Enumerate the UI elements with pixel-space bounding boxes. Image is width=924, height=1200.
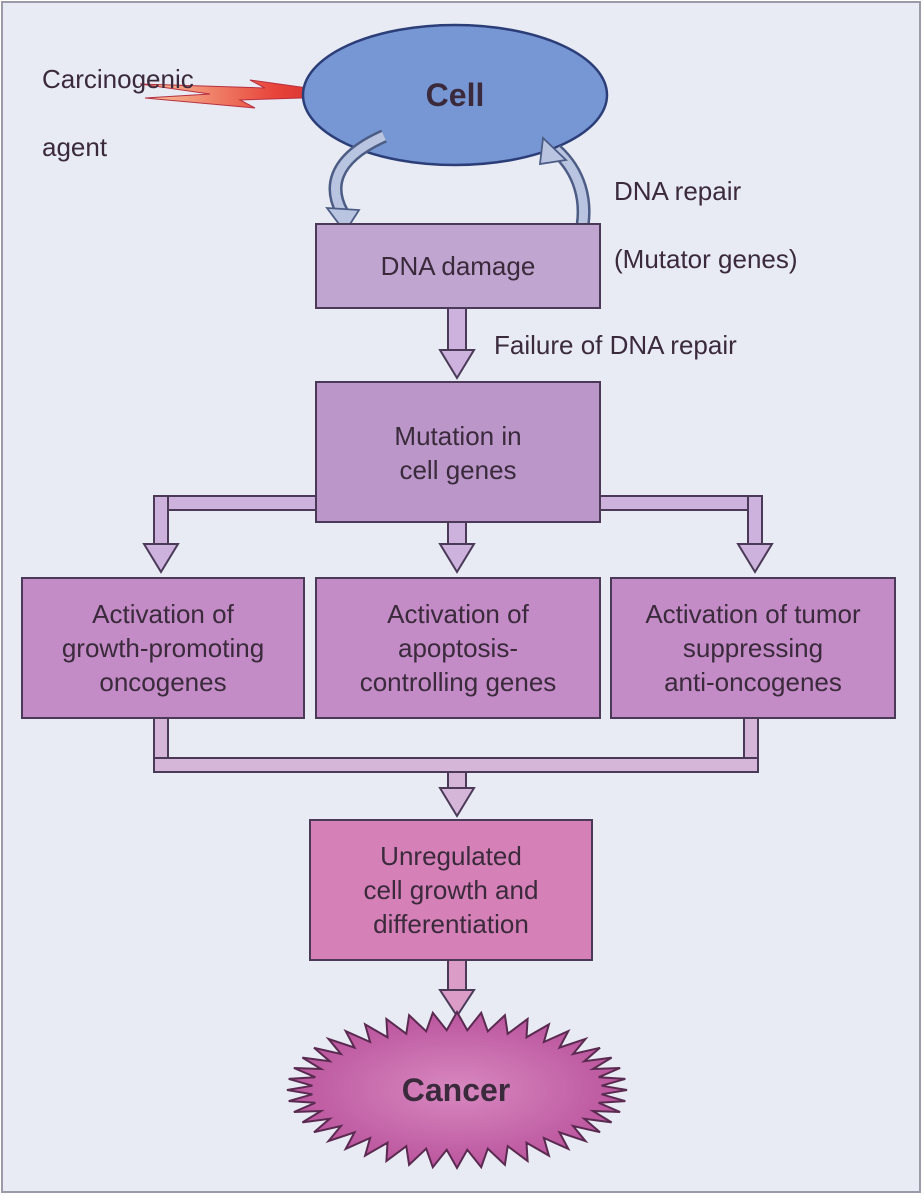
arrowhead-to-activation-right (736, 543, 774, 574)
arrow-shaft-to-cancer (447, 959, 467, 995)
arrowhead-dna-repair-to-cell (538, 136, 568, 166)
branch-right (599, 495, 763, 511)
mutation-label: Mutation in cell genes (394, 421, 522, 485)
branch-right-drop (747, 495, 763, 549)
dna-repair-line1: DNA repair (614, 176, 742, 206)
dna-repair-line2: (Mutator genes) (614, 244, 798, 274)
carcinogenic-agent-line1: Carcinogenic (42, 64, 194, 94)
carcinogenic-agent-line2: agent (42, 132, 108, 162)
branch-left-drop (153, 495, 169, 549)
mutation-box (315, 381, 601, 523)
arrowhead-damage-to-mutation (438, 349, 476, 380)
activation-oncogenes-label: Activation of growth-promoting oncogenes (61, 599, 265, 697)
cell-ellipse (301, 23, 609, 167)
lightning-bolt-icon (139, 79, 366, 109)
arrowhead-cell-to-dna-damage (325, 206, 361, 234)
arrow-shaft-damage-to-mutation (447, 307, 467, 355)
arrowhead-to-unregulated (438, 787, 476, 818)
arrowhead-to-cancer (438, 989, 476, 1018)
activation-anti-oncogenes-label: Activation of tumor suppressing anti-onc… (645, 599, 861, 697)
unregulated-label: Unregulated cell growth and differentiat… (363, 841, 539, 939)
activation-box-anti-oncogenes (610, 577, 896, 719)
carcinogenic-agent-label: Carcinogenic agent (42, 28, 262, 198)
dna-damage-label: DNA damage (380, 251, 536, 281)
cancer-starburst (286, 1009, 628, 1171)
dna-repair-label: DNA repair (Mutator genes) (614, 140, 874, 310)
activation-apoptosis-label: Activation of apoptosis- controlling gen… (359, 599, 557, 697)
cancer-label: Cancer (401, 1072, 511, 1108)
branch-left (153, 495, 317, 511)
merge-bar (153, 757, 759, 773)
failure-of-dna-repair-label: Failure of DNA repair (494, 330, 737, 360)
arrowhead-to-activation-left (142, 543, 180, 574)
activation-box-apoptosis (315, 577, 601, 719)
activation-box-oncogenes (21, 577, 305, 719)
arrowhead-to-activation-center (438, 543, 476, 574)
cell-label: Cell (425, 77, 485, 113)
